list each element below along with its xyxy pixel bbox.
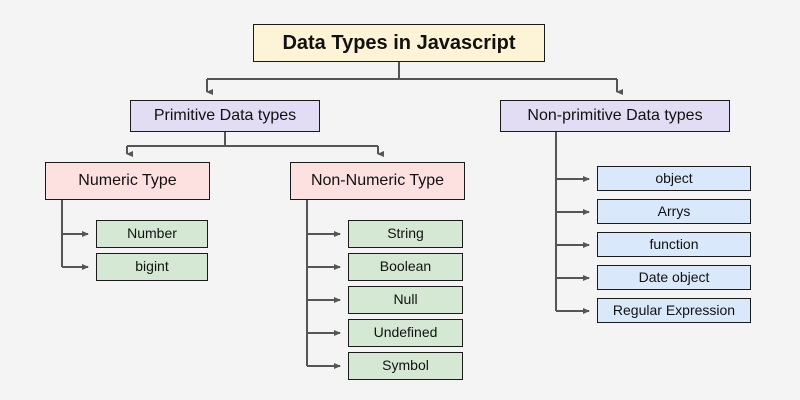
node-undefined: Undefined <box>348 319 463 347</box>
node-regular-expression: Regular Expression <box>597 298 751 323</box>
node-function: function <box>597 232 751 257</box>
node-non-primitive-data-types: Non-primitive Data types <box>500 100 730 132</box>
node-null: Null <box>348 286 463 314</box>
node-non-numeric-type: Non-Numeric Type <box>290 162 465 200</box>
node-boolean: Boolean <box>348 253 463 281</box>
node-bigint: bigint <box>96 253 208 281</box>
node-numeric-type: Numeric Type <box>45 162 210 200</box>
node-symbol: Symbol <box>348 352 463 380</box>
node-object: object <box>597 166 751 191</box>
node-primitive-data-types: Primitive Data types <box>130 100 320 132</box>
node-arrys: Arrys <box>597 199 751 224</box>
node-date-object: Date object <box>597 265 751 290</box>
node-root-title: Data Types in Javascript <box>253 24 545 62</box>
node-number: Number <box>96 220 208 248</box>
node-string: String <box>348 220 463 248</box>
